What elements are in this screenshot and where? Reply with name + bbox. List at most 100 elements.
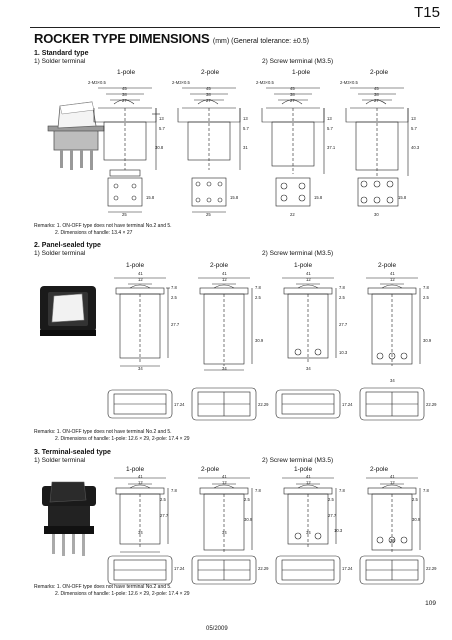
dimension-label: 2.5 xyxy=(423,295,429,300)
dimension-label: 7.8 xyxy=(423,285,429,290)
column-label: 1-pole xyxy=(126,262,145,269)
dimension-label: 17.24 xyxy=(174,566,185,571)
dimension-label: 38 xyxy=(290,92,295,97)
remark-line: Remarks: 1. ON-OFF type does not have te… xyxy=(34,223,172,229)
dimension-label: 15.8 xyxy=(398,195,407,200)
dimension-label: 22.29 xyxy=(426,566,437,571)
dimension-label: 13 xyxy=(159,116,164,121)
section-heading: 3. Terminal-sealed type xyxy=(34,449,111,456)
dimension-label: 38 xyxy=(206,92,211,97)
dimension-label: 2.5 xyxy=(244,497,250,502)
dimension-label: 45 xyxy=(122,86,127,91)
dimension-label: 12 xyxy=(306,480,311,485)
dimension-label: 22 xyxy=(290,212,295,217)
dimension-label: 31 xyxy=(243,145,248,150)
section-label: 2) Screw terminal (M3.5) xyxy=(262,250,334,257)
remark-line: Remarks: 1. ON-OFF type does not have te… xyxy=(34,584,172,590)
dimension-label: 5.7 xyxy=(327,126,333,131)
dimension-label: 2.5 xyxy=(339,295,345,300)
dimension-label: 12 xyxy=(138,277,143,282)
dimension-label: 40.3 xyxy=(411,145,420,150)
dimension-label: 2.5 xyxy=(255,295,261,300)
dimension-label: 10.3 xyxy=(339,350,348,355)
section-label: 1) Solder terminal xyxy=(34,58,86,65)
header-rule xyxy=(30,27,440,28)
dimension-label: 12 xyxy=(222,277,227,282)
dimension-label: 2.5 xyxy=(328,497,334,502)
dimension-label: 12 xyxy=(222,480,227,485)
dimension-label: 41 xyxy=(138,474,143,479)
remark-line: 2. Dimensions of handle: 1-pole: 12.6 × … xyxy=(55,436,190,442)
footer-date: 05/2009 xyxy=(206,626,228,632)
dimension-drawings-standard xyxy=(93,87,409,213)
section-label: 1) Solder terminal xyxy=(34,457,86,464)
dimension-label: 17.24 xyxy=(342,566,353,571)
dimension-drawings-terminal-sealed xyxy=(107,477,425,585)
dimension-label: 34 xyxy=(306,366,311,371)
dimension-label: 7.8 xyxy=(339,285,345,290)
dimension-label: 2.5 xyxy=(160,497,166,502)
column-label: 1-pole xyxy=(294,262,313,269)
dimension-label: 12 xyxy=(306,277,311,282)
dimension-label: 7.8 xyxy=(255,285,261,290)
dimension-label: 27 xyxy=(290,98,295,103)
section-label: 2) Screw terminal (M3.5) xyxy=(262,457,334,464)
dimension-label: 25 xyxy=(122,212,127,217)
section-label: 2) Screw terminal (M3.5) xyxy=(262,58,334,65)
dimension-label: 41 xyxy=(390,271,395,276)
dimension-label: 7.8 xyxy=(339,488,345,493)
dimension-label: 15.8 xyxy=(230,195,239,200)
column-label: 2-pole xyxy=(378,262,397,269)
product-photo-panel-sealed xyxy=(40,286,96,336)
dimension-label: 2-M3×0.5 xyxy=(88,80,106,85)
column-label: 1-pole xyxy=(292,69,311,76)
dimension-label: 30.9 xyxy=(423,338,432,343)
dimension-label: 5.7 xyxy=(159,126,165,131)
dimension-label: 34 xyxy=(306,530,311,535)
remark-line: 2. Dimensions of handle: 1-pole: 12.6 × … xyxy=(55,591,190,597)
page-number: 109 xyxy=(425,600,436,607)
product-photo-standard xyxy=(47,101,105,170)
dimension-label: 7.8 xyxy=(171,285,177,290)
dimension-label: 7.8 xyxy=(423,488,429,493)
dimension-drawings-panel-sealed xyxy=(107,277,425,421)
dimension-label: 5.7 xyxy=(243,126,249,131)
dimension-label: 34 xyxy=(138,530,143,535)
dimension-label: 2.5 xyxy=(171,295,177,300)
dimension-label: 34 xyxy=(222,366,227,371)
dimension-label: 30.8 xyxy=(155,145,164,150)
column-label: 1-pole xyxy=(294,466,313,473)
title-main: ROCKER TYPE DIMENSIONS xyxy=(34,31,210,46)
page-code: T15 xyxy=(414,4,440,21)
dimension-label: 12 xyxy=(138,480,143,485)
section-heading: 1. Standard type xyxy=(34,50,89,57)
dimension-label: 22.29 xyxy=(258,402,269,407)
dimension-label: 2-M3×0.5 xyxy=(256,80,274,85)
column-label: 2-pole xyxy=(370,69,389,76)
dimension-label: 27 xyxy=(374,98,379,103)
dimension-label: 38 xyxy=(374,92,379,97)
dimension-label: 22.29 xyxy=(426,402,437,407)
dimension-label: 15.8 xyxy=(146,195,155,200)
dimension-label: 17.24 xyxy=(174,402,185,407)
dimension-label: 27 xyxy=(122,98,127,103)
dimension-label: 22.29 xyxy=(258,566,269,571)
dimension-label: 34 xyxy=(390,538,395,543)
dimension-label: 15.8 xyxy=(314,195,323,200)
dimension-label: 38 xyxy=(122,92,127,97)
column-label: 1-pole xyxy=(126,466,145,473)
dimension-label: 41 xyxy=(306,474,311,479)
dimension-label: 37.1 xyxy=(327,145,336,150)
dimension-label: 10.3 xyxy=(334,528,343,533)
section-label: 1) Solder terminal xyxy=(34,250,86,257)
dimension-label: 30.9 xyxy=(244,517,253,522)
dimension-label: 27.7 xyxy=(328,513,337,518)
column-label: 2-pole xyxy=(370,466,389,473)
dimension-label: 25 xyxy=(206,212,211,217)
dimension-label: 7.8 xyxy=(255,488,261,493)
column-label: 1-pole xyxy=(117,69,136,76)
dimension-label: 5.7 xyxy=(411,126,417,131)
dimension-label: 34 xyxy=(138,366,143,371)
dimension-label: 41 xyxy=(138,271,143,276)
dimension-label: 34 xyxy=(222,530,227,535)
